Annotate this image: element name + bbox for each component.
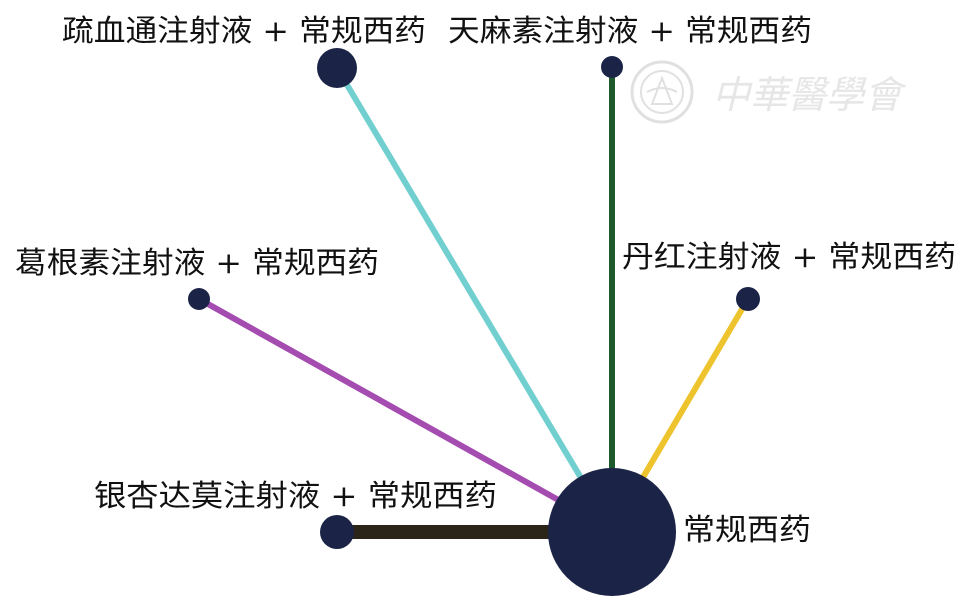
label-tianmasu: 天麻素注射液 + 常规西药: [448, 14, 812, 49]
node-danhong: [736, 287, 760, 311]
label-shuxuetong: 疏血通注射液 + 常规西药: [62, 14, 426, 49]
watermark-text: 中華醫學會: [712, 73, 907, 117]
node-yinxingdamo: [320, 515, 354, 549]
labels: 疏血通注射液 + 常规西药 天麻素注射液 + 常规西药 葛根素注射液 + 常规西…: [15, 14, 956, 548]
label-center: 常规西药: [683, 513, 811, 548]
edge-shuxuetong: [334, 66, 615, 532]
node-tianmasu: [601, 56, 623, 78]
label-yinxingdamo: 银杏达莫注射液 + 常规西药: [94, 479, 497, 514]
watermark: 中華醫學會: [630, 60, 907, 124]
node-shuxuetong: [317, 48, 357, 88]
edge-gegensu: [197, 296, 614, 533]
node-center: [548, 468, 676, 596]
nodes: [188, 48, 760, 596]
node-gegensu: [188, 288, 210, 310]
label-danhong: 丹红注射液 + 常规西药: [622, 240, 956, 275]
edges: [197, 66, 751, 539]
society-seal-icon: [630, 60, 694, 124]
label-gegensu: 葛根素注射液 + 常规西药: [15, 246, 379, 281]
